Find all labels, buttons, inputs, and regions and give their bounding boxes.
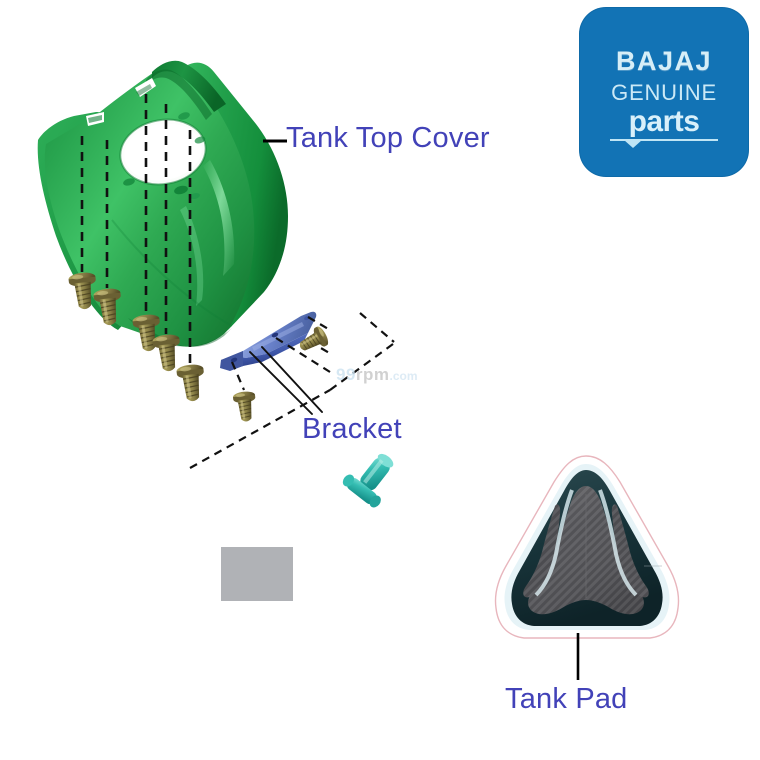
logo-text-bajaj: BAJAJ [615, 45, 713, 76]
logo-text-parts: parts [628, 104, 700, 138]
label-bracket: Bracket [302, 413, 402, 445]
watermark-suffix: .com [389, 369, 418, 383]
logo-underline-rule [610, 138, 718, 148]
bracket-screw-1 [232, 390, 259, 424]
assembly-dashed-lines-cover [80, 94, 192, 364]
part-bracket [220, 311, 317, 371]
part-tank-pad [494, 455, 680, 639]
label-tank-pad: Tank Pad [505, 683, 628, 715]
chevron-down-icon [624, 139, 642, 148]
watermark-prefix: 99 [336, 365, 356, 384]
cover-screw-4 [151, 332, 184, 374]
label-tank-top-cover: Tank Top Cover [286, 122, 490, 154]
logo-text-genuine: GENUINE [611, 79, 717, 105]
watermark-99rpm: 99rpm.com [336, 365, 418, 385]
part-grommet-bolt [342, 453, 394, 508]
cover-screw-5 [175, 362, 208, 404]
watermark-middle: rpm [355, 365, 390, 384]
part-tank-top-cover [37, 60, 288, 347]
bracket-leader-lines [249, 346, 323, 415]
missing-image-placeholder [221, 547, 293, 601]
bajaj-genuine-parts-logo: BAJAJ GENUINE parts [580, 8, 748, 176]
